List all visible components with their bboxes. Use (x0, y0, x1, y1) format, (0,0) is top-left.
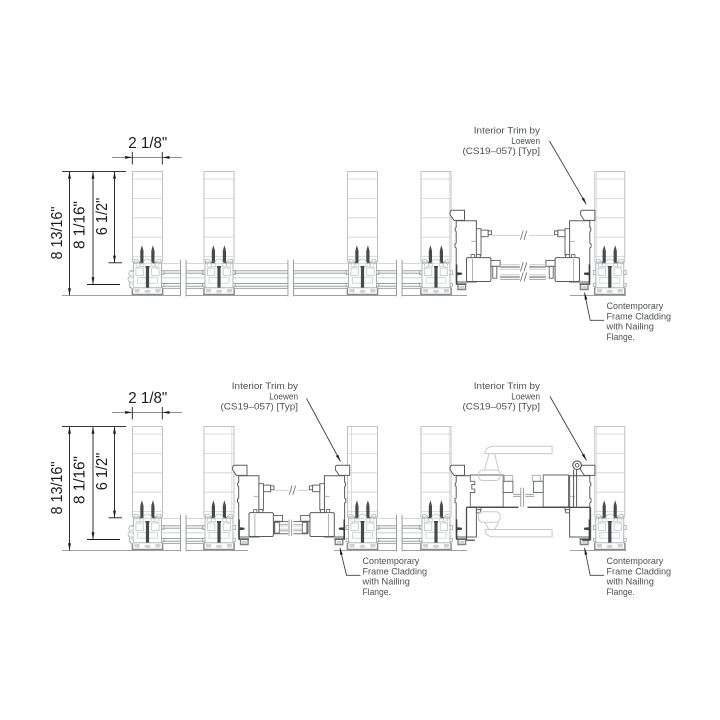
svg-text:Flange.: Flange. (607, 332, 635, 343)
svg-text:Interior Trim by: Interior Trim by (474, 126, 540, 137)
svg-text:8 1/16": 8 1/16" (72, 201, 89, 249)
svg-text:with Nailing: with Nailing (362, 577, 410, 588)
svg-text:Contemporary: Contemporary (607, 301, 664, 312)
svg-text:2 1/8": 2 1/8" (128, 390, 167, 407)
svg-text:Flange.: Flange. (363, 587, 391, 598)
svg-text:with Nailing: with Nailing (606, 577, 654, 588)
svg-text:8 13/16": 8 13/16" (49, 462, 66, 515)
svg-text:8 1/16": 8 1/16" (72, 456, 89, 504)
svg-text:8 13/16": 8 13/16" (49, 207, 66, 260)
svg-text:Frame Cladding: Frame Cladding (363, 566, 428, 577)
svg-text:Interior Trim by: Interior Trim by (232, 381, 298, 392)
svg-text:(CS19–057) [Typ]: (CS19–057) [Typ] (463, 146, 541, 157)
svg-text:6 1/2": 6 1/2" (94, 198, 111, 236)
svg-text:Loewen: Loewen (511, 136, 540, 147)
svg-text:Contemporary: Contemporary (363, 556, 420, 567)
svg-text:Loewen: Loewen (269, 391, 298, 402)
svg-text:6 1/2": 6 1/2" (94, 453, 111, 491)
svg-text:Flange.: Flange. (607, 587, 635, 598)
svg-text:Frame Cladding: Frame Cladding (607, 311, 672, 322)
svg-text:2 1/8": 2 1/8" (128, 135, 167, 152)
svg-text:(CS19–057) [Typ]: (CS19–057) [Typ] (463, 402, 541, 413)
svg-text:with Nailing: with Nailing (606, 322, 654, 333)
svg-text:Loewen: Loewen (511, 391, 540, 402)
svg-text:(CS19–057) [Typ]: (CS19–057) [Typ] (221, 402, 299, 413)
svg-text:Contemporary: Contemporary (607, 556, 664, 567)
svg-text:Frame Cladding: Frame Cladding (607, 566, 672, 577)
svg-text:Interior Trim by: Interior Trim by (474, 381, 540, 392)
